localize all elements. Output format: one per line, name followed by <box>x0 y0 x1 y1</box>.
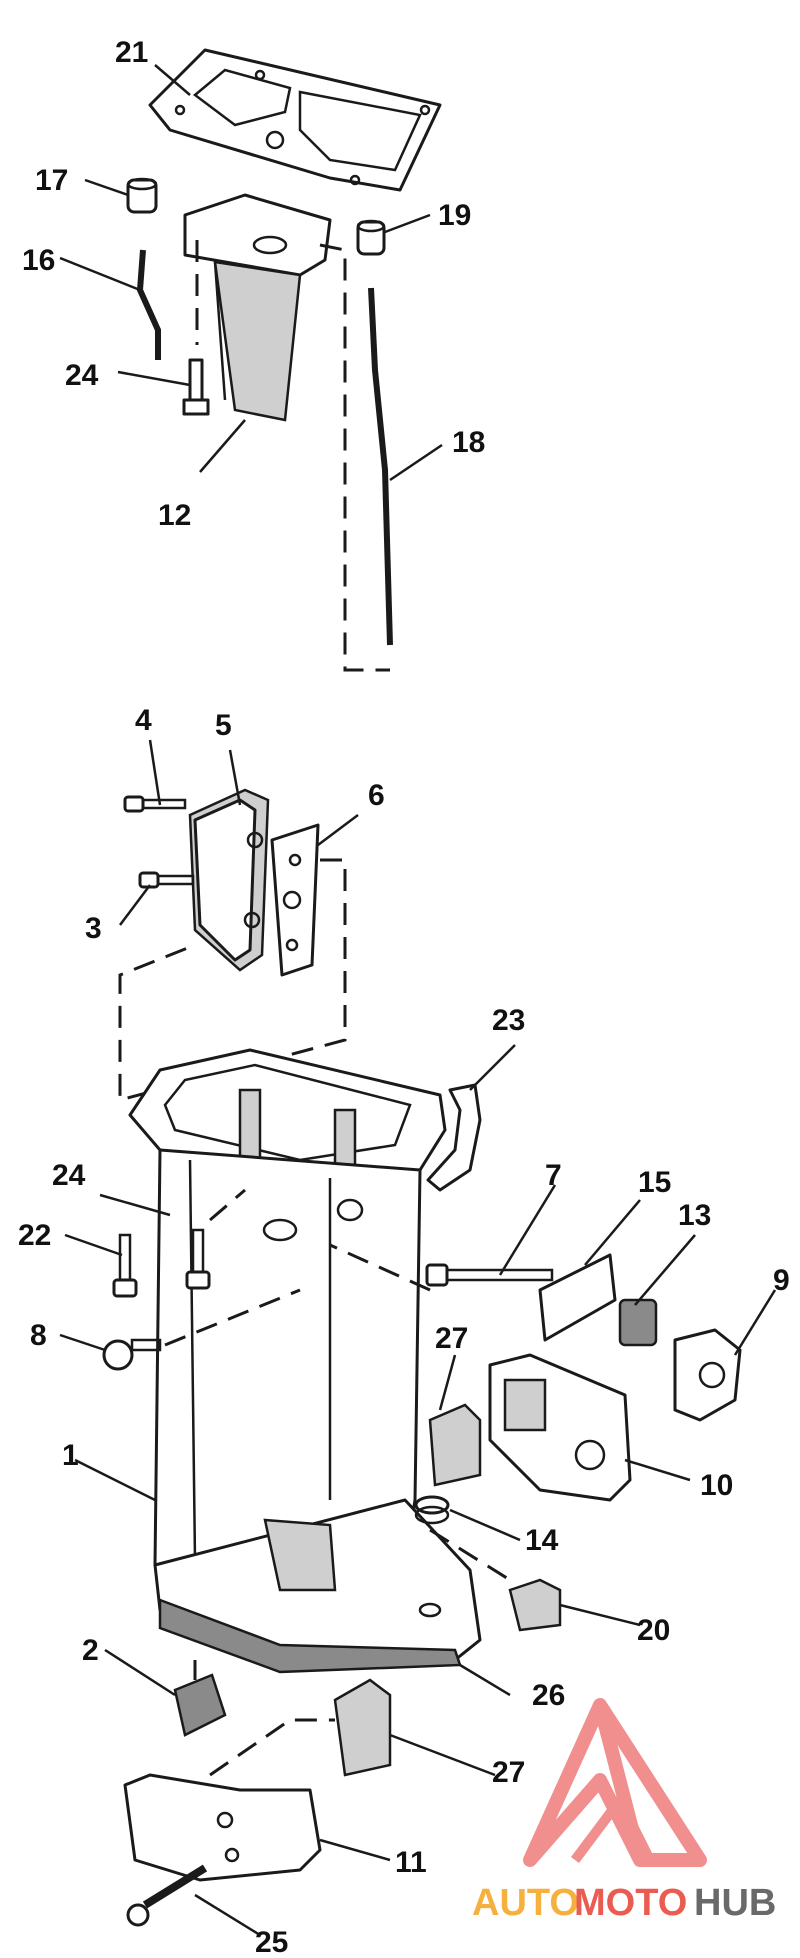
part-8-screw <box>102 1338 162 1371</box>
callout-23: 23 <box>492 1004 525 1037</box>
part-12-adapter <box>183 193 332 422</box>
callout-9: 9 <box>773 1264 790 1297</box>
part-17-grommet <box>126 177 158 214</box>
logo-triangle-icon <box>523 1698 707 1867</box>
callout-10: 10 <box>700 1469 733 1502</box>
part-7-bolt <box>425 1263 554 1287</box>
callout-7: 7 <box>545 1159 562 1192</box>
alignment-line <box>209 1718 335 1777</box>
part-20-block <box>508 1578 562 1632</box>
callout-24: 24 <box>52 1159 86 1192</box>
part-2-anode <box>173 1673 227 1737</box>
callout-11: 11 <box>395 1846 427 1879</box>
part-24-bolt-lower <box>185 1228 211 1290</box>
callout-14: 14 <box>525 1524 559 1557</box>
alignment-line <box>164 1288 301 1347</box>
part-27-block-lower <box>333 1678 392 1777</box>
logo-text-auto: AUTO <box>472 1882 579 1924</box>
part-22-bolt <box>112 1233 138 1298</box>
callout-8: 8 <box>30 1319 47 1352</box>
part-21-gasket <box>148 48 442 192</box>
callout-21: 21 <box>115 36 148 69</box>
alignment-line <box>209 1188 246 1222</box>
part-14-grommet <box>414 1495 450 1525</box>
callout-22: 22 <box>18 1219 51 1252</box>
part-19-grommet <box>356 219 386 256</box>
logo-text-moto: MOTO <box>574 1882 687 1924</box>
part-18-tube <box>368 287 393 646</box>
part-3-screw <box>138 871 195 889</box>
callout-18: 18 <box>452 426 485 459</box>
callout-19: 19 <box>438 199 471 232</box>
part-1-housing <box>128 1048 482 1674</box>
callout-labels: 21 17 16 24 12 19 18 4 5 6 3 23 24 22 8 … <box>18 36 790 1958</box>
part-6-gasket <box>270 823 320 977</box>
part-13-block <box>618 1298 658 1347</box>
part-16-tube <box>136 249 161 360</box>
part-10-mount <box>488 1353 632 1502</box>
alignment-line <box>329 1243 431 1292</box>
part-4-screw <box>123 795 187 813</box>
automotohub-watermark: AUTO MOTO HUB <box>472 1698 776 1924</box>
callout-15: 15 <box>638 1166 671 1199</box>
part-24-bolt-top <box>182 358 210 416</box>
callout-24: 24 <box>65 359 99 392</box>
callout-2: 2 <box>82 1634 99 1667</box>
callout-6: 6 <box>368 779 385 812</box>
callout-16: 16 <box>22 244 55 277</box>
alignment-line <box>319 243 390 672</box>
callout-27: 27 <box>492 1756 525 1789</box>
part-15-plate <box>538 1253 617 1342</box>
callout-27: 27 <box>435 1322 468 1355</box>
part-25-bolt <box>126 1864 208 1927</box>
part-23-bracket <box>426 1083 482 1192</box>
part-11-mount <box>123 1773 322 1882</box>
callout-5: 5 <box>215 709 232 742</box>
logo-text-hub: HUB <box>694 1882 776 1924</box>
callout-4: 4 <box>135 704 152 737</box>
callout-25: 25 <box>255 1926 288 1958</box>
callout-20: 20 <box>637 1614 670 1647</box>
part-9-bracket <box>673 1328 742 1422</box>
part-27-block-upper <box>428 1403 482 1487</box>
callout-3: 3 <box>85 912 102 945</box>
part-5-cover <box>188 788 270 972</box>
callout-26: 26 <box>532 1679 565 1712</box>
callout-12: 12 <box>158 499 191 532</box>
leader-lines <box>59 64 777 1937</box>
alignment-line <box>429 1528 511 1582</box>
callout-17: 17 <box>35 164 68 197</box>
callout-1: 1 <box>62 1439 79 1472</box>
callout-13: 13 <box>678 1199 711 1232</box>
